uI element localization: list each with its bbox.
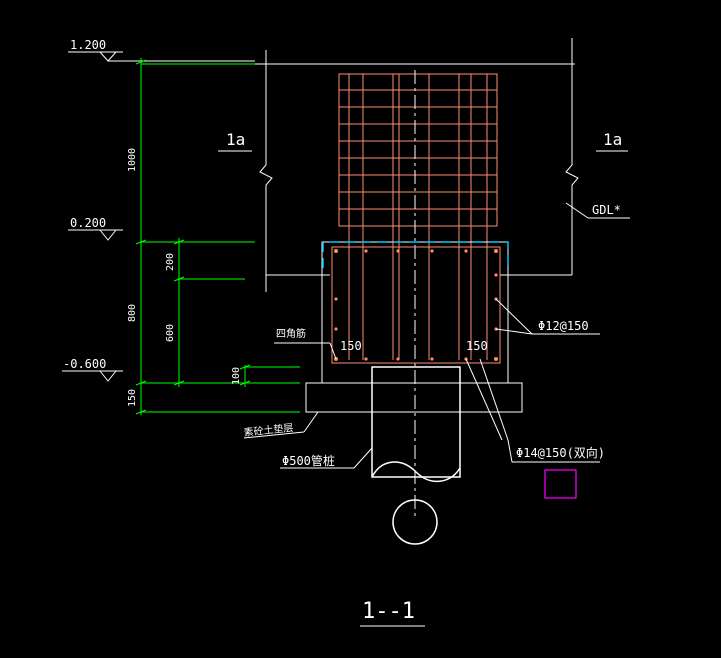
rebar-a-callout: Φ12@150: [495, 298, 600, 335]
dim-100: 100: [231, 367, 242, 385]
dim-150: 150: [127, 389, 138, 407]
spacing-150-right: 150: [466, 339, 488, 353]
section-title-label: 1--1: [362, 599, 415, 624]
section-mark-left: 1a: [218, 130, 252, 152]
rebar-b-callout: Φ14@150(双向): [465, 358, 605, 463]
elevation-marker-top: 1.200: [68, 38, 255, 62]
dim-1000: 1000: [127, 148, 138, 172]
section-mark-right-label: 1a: [603, 130, 622, 149]
pile-callout: Φ500管桩: [280, 447, 373, 469]
selection-marker[interactable]: [544, 469, 577, 499]
rebar-a-label: Φ12@150: [538, 319, 589, 333]
elevation-mid-label: 0.200: [70, 216, 106, 230]
section-title: 1--1: [360, 599, 425, 627]
gdl-label: GDL*: [592, 203, 621, 217]
dim-600: 600: [165, 324, 176, 342]
cushion-label: 素砼土垫层: [243, 421, 294, 439]
elevation-top-label: 1.200: [70, 38, 106, 52]
gdl-callout: GDL*: [565, 202, 630, 219]
section-mark-left-label: 1a: [226, 130, 245, 149]
elevation-bottom-label: -0.600: [63, 357, 106, 371]
corner-bar-callout: 四角筋: [274, 327, 337, 360]
concrete-cushion: [305, 382, 523, 413]
dimension-chain: 1000 800 150 200 600 100: [127, 58, 300, 415]
corner-bar-label: 四角筋: [276, 327, 306, 340]
dim-800: 800: [127, 304, 138, 322]
dim-200: 200: [165, 253, 176, 271]
cushion-callout: 素砼土垫层: [243, 411, 319, 439]
pile-label: Φ500管桩: [282, 453, 335, 468]
wall-outline: [255, 38, 579, 292]
pipe-pile: [371, 366, 461, 545]
rebar-b-label: Φ14@150(双向): [516, 445, 605, 460]
elevation-marker-mid: 0.200: [68, 216, 123, 241]
section-mark-right: 1a: [596, 130, 628, 152]
spacing-150-left: 150: [340, 339, 362, 353]
wall-rebar-grid: [338, 73, 498, 360]
elevation-marker-bottom: -0.600: [62, 357, 123, 382]
